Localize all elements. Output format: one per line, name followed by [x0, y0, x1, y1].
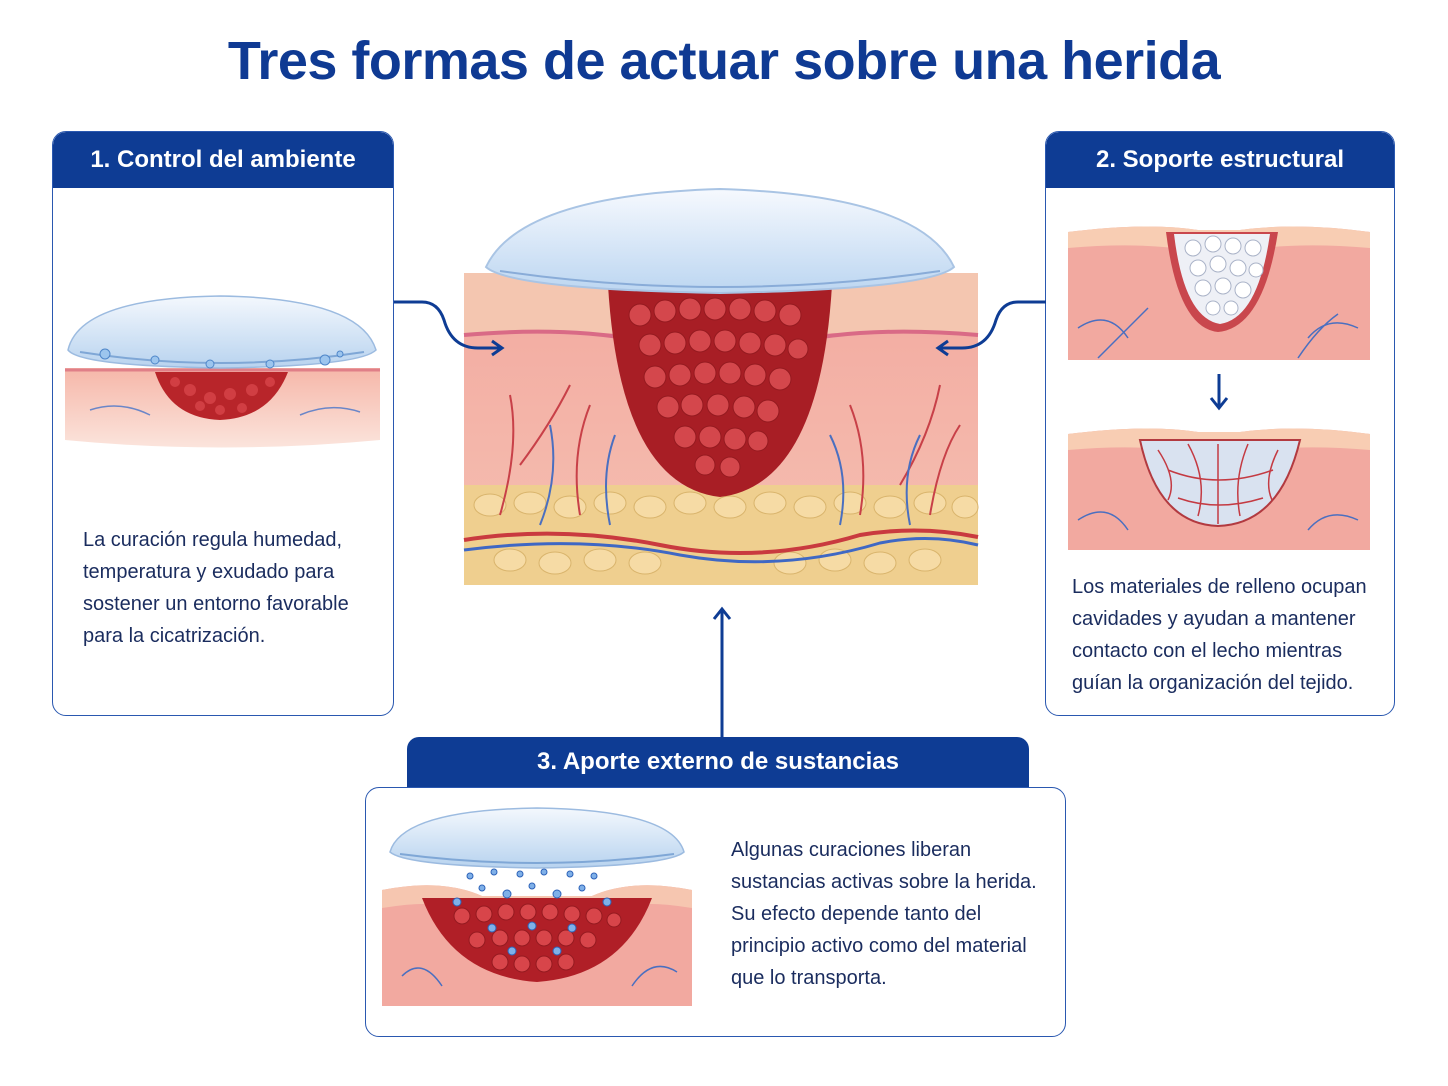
panel-3-line: que lo transporta.	[731, 967, 887, 989]
arrow-icon	[394, 300, 505, 357]
panel-3-heading: 3. Aporte externo de sustancias	[407, 737, 1029, 787]
moist-dressing-illustration	[65, 295, 380, 448]
panel-3-line: Algunas curaciones liberan	[731, 839, 972, 861]
panel-1-line: La curación regula humedad,	[83, 529, 343, 551]
panel-3-line: principio activo como del material	[731, 935, 1027, 957]
page-title: Tres formas de actuar sobre una herida	[227, 31, 1221, 91]
substance-release-illustration	[382, 807, 692, 1006]
organized-tissue-illustration	[1068, 428, 1370, 550]
panel-soporte-estructural: 2. Soporte estructural Los materiales de…	[1045, 131, 1395, 716]
panel-2-line: contacto con el lecho mientras	[1072, 640, 1343, 662]
panel-1-heading: 1. Control del ambiente	[53, 132, 393, 188]
panel-3-line: sustancias activas sobre la herida.	[731, 871, 1037, 893]
arrow-icon	[712, 606, 732, 739]
panel-2-line: cavidades y ayudan a mantener	[1072, 608, 1356, 630]
panel-1-line: sostener un entorno favorable	[83, 593, 349, 615]
panel-2-line: guían la organización del tejido.	[1072, 672, 1354, 694]
arrow-icon	[935, 300, 1046, 357]
wound-cross-section-illustration	[463, 187, 979, 585]
down-arrow-icon	[1209, 374, 1229, 411]
panel-1-line: para la cicatrización.	[83, 625, 266, 647]
panel-2-line: Los materiales de relleno ocupan	[1072, 576, 1367, 598]
panel-1-line: temperatura y exudado para	[83, 561, 335, 583]
panel-3-text: Algunas curaciones liberan sustancias ac…	[731, 834, 1061, 994]
panel-3-line: Su efecto depende tanto del	[731, 903, 982, 925]
panel-1-text: La curación regula humedad, temperatura …	[83, 524, 383, 652]
filled-cavity-illustration	[1068, 226, 1370, 360]
panel-2-text: Los materiales de relleno ocupan cavidad…	[1072, 571, 1392, 699]
panel-2-heading: 2. Soporte estructural	[1046, 132, 1394, 188]
